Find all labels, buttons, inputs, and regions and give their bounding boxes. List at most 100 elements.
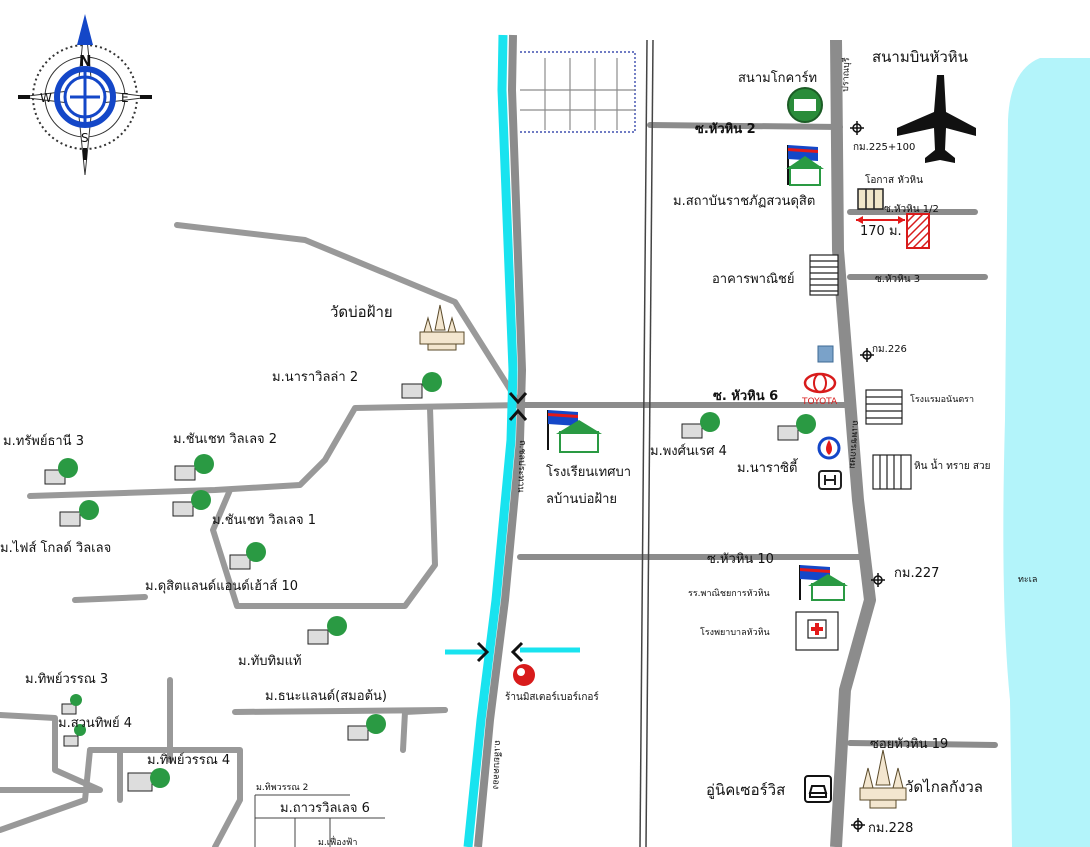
village-icon — [229, 542, 266, 570]
soi-huahin-6-label: ซ. หัวหิน 6 — [713, 389, 778, 404]
airport-label: สนามบินหัวหิน — [872, 48, 968, 66]
thippawan-4-label: ม.ทิพย์วรรณ 4 — [147, 752, 230, 768]
village-icon — [61, 694, 82, 715]
school-flag-icon — [547, 410, 602, 453]
compass-n: N — [79, 52, 92, 70]
petchkasem-label: ถ.เพชรเกษม — [847, 420, 860, 469]
irrigation-canal — [463, 34, 518, 847]
village-icons — [44, 372, 816, 792]
blue-logo-icon — [817, 345, 834, 363]
target-hatch-lines — [906, 213, 930, 249]
dusit-land-label: ม.ดุสิตแลนด์แอนด์เฮ้าส์ 10 — [145, 578, 298, 594]
commercial-building-icon — [809, 254, 839, 296]
airplane-icon — [897, 75, 976, 163]
road-west-short — [72, 594, 148, 603]
chansathit-1-label: ม.ชันเชท วิลเลจ 1 — [212, 513, 316, 528]
unique-service-label: อู่นิคเซอร์วิส — [706, 781, 785, 799]
compass-rose: N S E W — [18, 14, 152, 176]
road-southwest-b — [400, 707, 448, 753]
compass-s: S — [81, 131, 89, 145]
minor-roads — [0, 222, 523, 847]
compass-e: E — [121, 91, 129, 105]
soi-huahin-12-label: ซ.หัวหิน 1/2 — [884, 204, 939, 215]
school-label-line2: ลบ้านบ่อฝ้าย — [546, 492, 617, 507]
village-icon — [59, 500, 99, 527]
pongsin-4-label: ม.พงศ์นเรศ 4 — [650, 443, 727, 459]
hospital-label: โรงพยาบาลหัวหิน — [700, 627, 770, 638]
soi-huahin-19-label: ซอยหัวหิน 19 — [870, 737, 948, 752]
km-marker-icon — [860, 348, 874, 362]
road-thippawan-c — [87, 747, 243, 847]
okat-label: โอกาส หัวหิน — [865, 173, 923, 186]
burger-shop-label: ร้านมิสเตอร์เบอร์เกอร์ — [505, 691, 599, 703]
hotel-building-icon — [865, 389, 903, 425]
km226-label: กม.226 — [872, 344, 907, 355]
soi-huahin-3-label: ซ.หัวหิน 3 — [875, 274, 920, 285]
soi-huahin-10-label: ซ.หัวหิน 10 — [707, 552, 774, 567]
wat-bophai-label: วัดบ่อฝ้าย — [330, 303, 393, 321]
road-soi-6-west — [27, 402, 523, 499]
bridge-markers — [476, 392, 528, 663]
road-soi-huahin-2 — [647, 122, 843, 130]
sapthani-3-label: ม.ทรัพย์ธานี 3 — [3, 433, 84, 449]
chansathit-2-label: ม.ชันเชท วิลเลจ 2 — [173, 432, 277, 447]
railway — [639, 39, 654, 847]
km225-label: กม.225+100 — [853, 142, 915, 153]
soi-huahin-2-label: ซ.หัวหิน 2 — [695, 122, 756, 137]
compass-w: W — [40, 91, 52, 105]
commercial-label: อาคารพาณิชย์ — [712, 271, 794, 287]
toyota-text: TOYOTA — [801, 397, 838, 407]
canal-road-label: ถ.ชลประทาน — [515, 440, 527, 493]
km-markers — [850, 121, 885, 832]
road-thippawan-b — [0, 712, 103, 793]
canal-branch — [445, 647, 580, 655]
commerce-school-label: รร.พาณิชยการหัวหิน — [688, 588, 770, 599]
mueang-fa-label: ม.เฟื่องฟ้า — [318, 835, 357, 847]
village-icon — [681, 412, 720, 439]
km227-label: กม.227 — [894, 566, 939, 581]
housing-plot-grid — [520, 51, 636, 133]
km-marker-icon — [871, 573, 885, 587]
distance-label: 170 ม. — [860, 224, 902, 239]
toyota-logo-icon: TOYOTA — [801, 372, 838, 407]
compass-north-arrow — [77, 14, 93, 45]
road-loop — [210, 405, 438, 609]
fuel-station-icon — [817, 436, 841, 460]
go-kart-label: สนามโกคาร์ท — [738, 70, 817, 86]
petchkasem-highway — [830, 39, 876, 847]
village-icon — [44, 458, 78, 485]
school-label-line1: โรงเรียนเทศบา — [546, 464, 631, 480]
soi-roads — [517, 122, 998, 748]
rajabhat-label: ม.สถาบันราชภัฏสวนดุสิต — [673, 194, 815, 209]
wat-klaikangwon-label: วัดไกลกังวล — [905, 778, 983, 796]
temple-icon — [419, 304, 465, 351]
garage-icon — [804, 775, 832, 803]
sea-area — [1003, 58, 1090, 847]
go-kart-icon — [787, 87, 823, 123]
thanaland-label: ม.ธนะแลนด์(สมอต้น) — [265, 688, 387, 704]
road-thippawan-d — [0, 747, 93, 833]
village-icon — [172, 490, 211, 517]
narathip-label: ม.นาราซิตี้ — [737, 458, 799, 476]
village-icon — [777, 414, 816, 441]
southwest-plot-lines — [254, 794, 385, 847]
hospital-icon — [795, 611, 839, 651]
km-marker-icon — [850, 121, 864, 135]
village-icon — [63, 724, 86, 747]
school-flag-icon — [786, 145, 824, 186]
village-icon — [174, 454, 214, 481]
target-location: 170 ม. — [856, 213, 930, 249]
nara-villa-2-label: ม.นาราวิลล่า 2 — [272, 370, 358, 385]
north-road-label: ปราณบุรี — [840, 57, 852, 92]
thawon-6-label: ม.ถาวรวิลเลจ 6 — [280, 801, 370, 816]
road-soi-huahin-19 — [847, 740, 998, 748]
hin-nam-sai-building-icon — [872, 454, 912, 490]
thapthim-label: ม.ทับทิมแท้ — [238, 654, 302, 669]
burger-shop-icon — [513, 664, 535, 686]
village-icon — [307, 616, 347, 645]
temple-icon — [859, 749, 907, 809]
building-icon — [857, 188, 884, 210]
five-gold-label: ม.ไฟส์ โกลด์ วิลเลจ — [0, 540, 111, 556]
thippawan-2-label: ม.ทิพวรรณ 2 — [256, 782, 308, 793]
